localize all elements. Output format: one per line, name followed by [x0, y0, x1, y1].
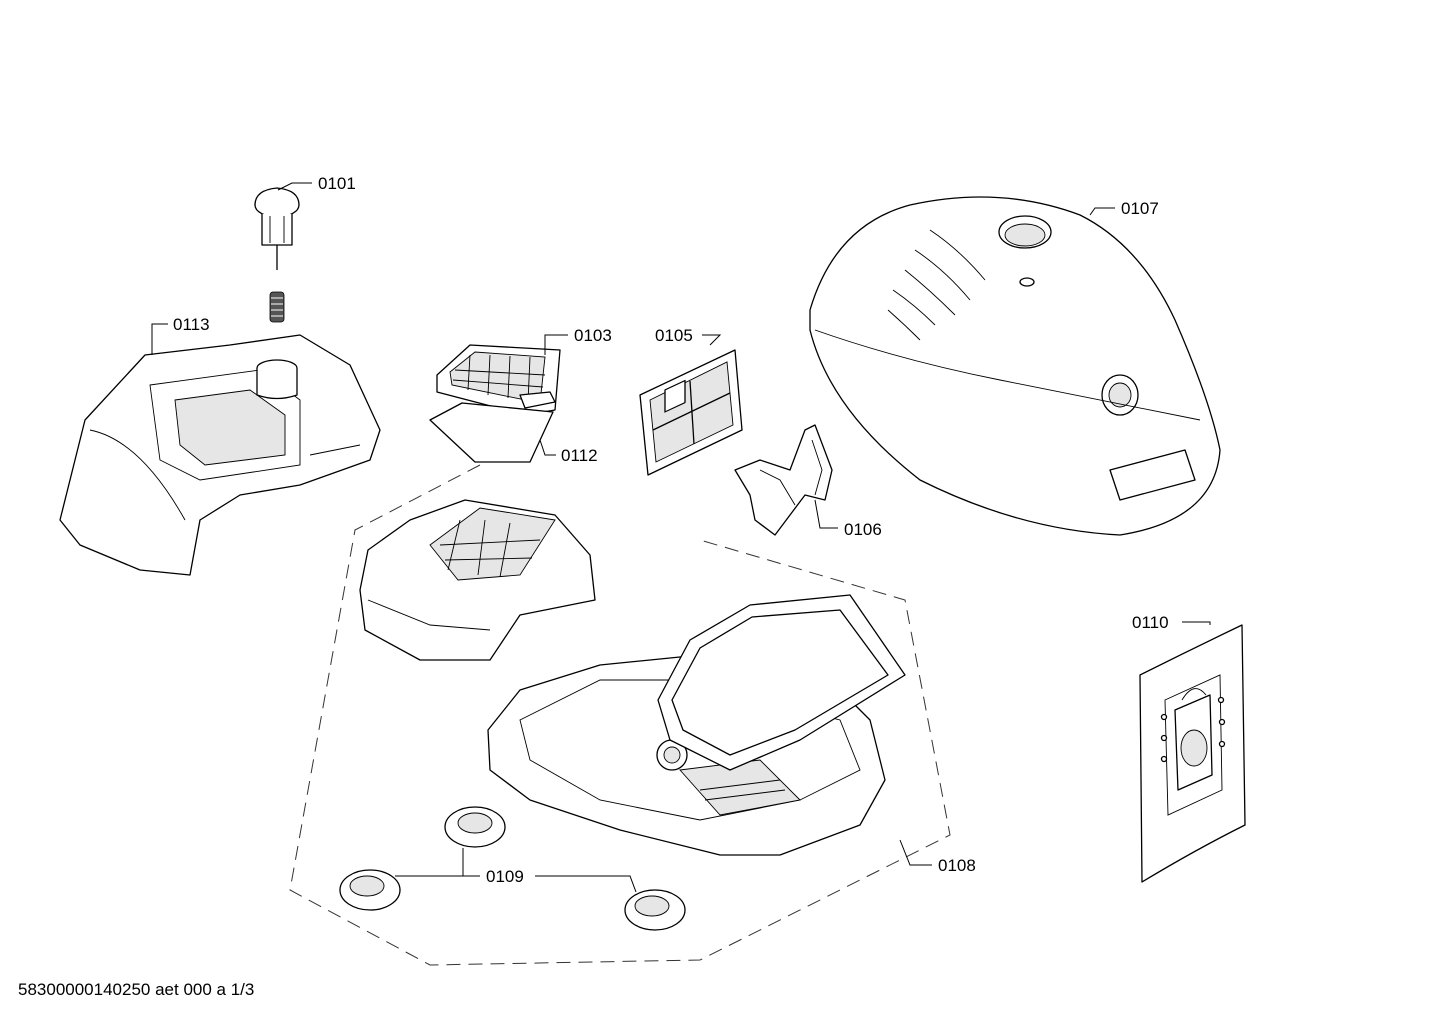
part-0103-filter[interactable]: [436, 344, 561, 416]
callout-0110: 0110: [1132, 613, 1169, 632]
part-0101-spring: [269, 291, 285, 323]
callout-0109: 0109: [486, 867, 524, 886]
callout-0113: 0113: [173, 315, 210, 334]
part-0109-foot-1[interactable]: [444, 806, 506, 848]
part-0112-filter-pad[interactable]: [429, 402, 554, 463]
callout-0105: 0105: [655, 326, 693, 345]
assembly-group-boundary: [289, 464, 951, 966]
part-0107-top-cover[interactable]: [809, 196, 1221, 536]
part-0106-bag-holder[interactable]: [734, 424, 833, 536]
part-0101-knob[interactable]: [254, 187, 300, 270]
callout-0106: 0106: [844, 520, 882, 539]
part-0109-foot-3[interactable]: [624, 889, 686, 931]
callout-0112: 0112: [561, 446, 598, 465]
part-0108-motor-cover[interactable]: [359, 499, 596, 661]
callout-0108: 0108: [938, 856, 976, 875]
leader-lines: [151, 182, 1211, 893]
part-0113-rear-housing[interactable]: [59, 334, 381, 576]
part-0109-foot-2[interactable]: [339, 869, 401, 911]
callout-0107: 0107: [1121, 199, 1159, 218]
part-0105-grille[interactable]: [639, 349, 743, 476]
callout-0101: 0101: [318, 174, 356, 193]
document-reference-footer: 58300000140250 aet 000 a 1/3: [18, 980, 255, 999]
callout-0103: 0103: [574, 326, 612, 345]
part-0110-dust-bag[interactable]: [1139, 624, 1246, 883]
part-0108-gasket-frame[interactable]: [657, 594, 906, 771]
